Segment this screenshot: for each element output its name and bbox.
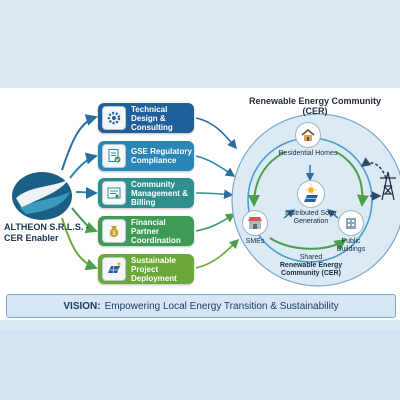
service-label: Financial Partner Coordination — [131, 217, 181, 245]
arrow-to-deployment — [61, 217, 98, 271]
arrow-to-gse — [69, 152, 98, 179]
node-distributed-generation: Distributed Solar Generation — [278, 180, 344, 226]
cer-title: Renewable Energy Community (CER) — [248, 96, 382, 116]
vision-banner: VISION: Empowering Local Energy Transiti… — [6, 294, 396, 318]
service-label: GSE Regulatory Compliance — [131, 147, 192, 165]
service-to-cer-3 — [195, 189, 234, 199]
bottom-band — [0, 330, 400, 400]
billing-icon — [102, 181, 126, 205]
building-icon — [338, 210, 364, 236]
power-tower-icon — [380, 171, 396, 201]
solar-sun-icon — [297, 180, 325, 208]
node-public-buildings: Public Buildings — [332, 210, 370, 254]
service-to-cer-2 — [195, 155, 236, 177]
service-sustainable-deployment: Sustainable Project Deployment — [98, 254, 194, 284]
vision-text: Empowering Local Energy Transition & Sus… — [104, 300, 339, 312]
arrow-to-financial — [71, 207, 98, 234]
altheon-logo — [8, 168, 76, 222]
shop-icon — [242, 210, 268, 236]
service-label: Sustainable Project Deployment — [131, 255, 177, 283]
company-name: ALTHEON S.R.L.S. - CER Enabler — [4, 222, 89, 243]
svg-text:$: $ — [112, 231, 116, 237]
solar-panel-icon — [102, 257, 126, 281]
node-smes: SMEs — [238, 210, 272, 246]
service-to-cer-4 — [195, 213, 236, 232]
service-financial-coordination: $ Financial Partner Coordination — [98, 216, 194, 246]
house-icon — [295, 122, 321, 148]
node-residential-homes: Residential Homes — [276, 122, 340, 158]
service-technical-design: Technical Design & Consulting — [98, 103, 194, 133]
gear-icon — [102, 106, 126, 130]
shared-cer-label: Shared Renewable Energy Community (CER) — [279, 254, 343, 277]
service-to-cer-5 — [195, 238, 240, 269]
service-to-cer-1 — [195, 117, 238, 150]
arrow-to-technical — [61, 114, 98, 171]
vision-label: VISION: — [63, 300, 101, 312]
document-check-icon — [102, 144, 126, 168]
arrow-to-community — [75, 186, 98, 199]
service-label: Community Management & Billing — [131, 179, 188, 207]
money-bag-icon: $ — [102, 219, 126, 243]
service-community-management: Community Management & Billing — [98, 178, 194, 208]
service-gse-compliance: GSE Regulatory Compliance — [98, 141, 194, 171]
service-label: Technical Design & Consulting — [131, 104, 173, 132]
